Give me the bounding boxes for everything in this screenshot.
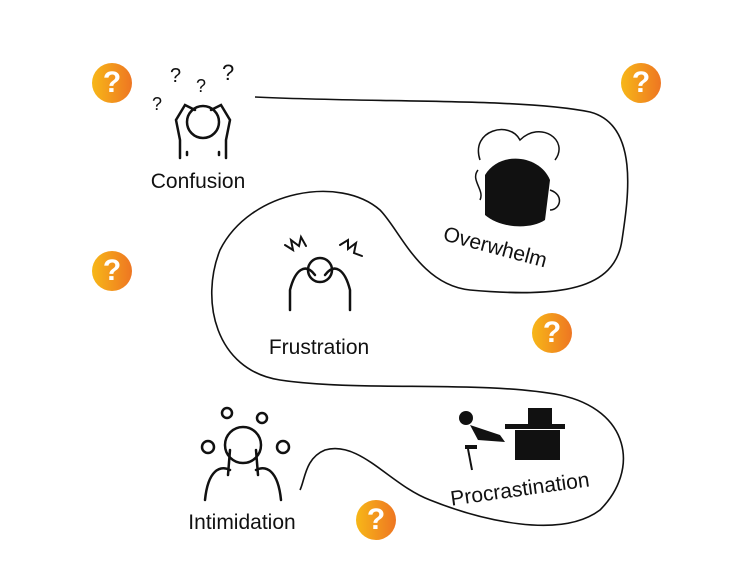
- svg-text:?: ?: [196, 76, 206, 96]
- stage-label-intimidation: Intimidation: [188, 511, 296, 534]
- journey-path: [210, 96, 629, 527]
- svg-text:?: ?: [152, 94, 162, 114]
- question-badge-icon: ?: [532, 313, 572, 353]
- stressed-person-icon: [200, 406, 291, 502]
- question-badge-icon: ?: [356, 500, 396, 540]
- frustrated-person-icon: [284, 234, 363, 312]
- tangled-fist-icon: [474, 129, 561, 227]
- svg-text:?: ?: [222, 60, 234, 85]
- question-badge-icon: ?: [92, 63, 132, 103]
- question-badge-icon: ?: [92, 251, 132, 291]
- confused-person-icon: ? ? ? ?: [152, 60, 234, 160]
- stage-label-frustration: Frustration: [268, 336, 370, 359]
- reclining-person-desk-icon: [459, 408, 565, 471]
- question-badge-icon: ?: [621, 63, 661, 103]
- svg-text:?: ?: [170, 65, 181, 87]
- stage-label-confusion: Confusion: [150, 170, 246, 193]
